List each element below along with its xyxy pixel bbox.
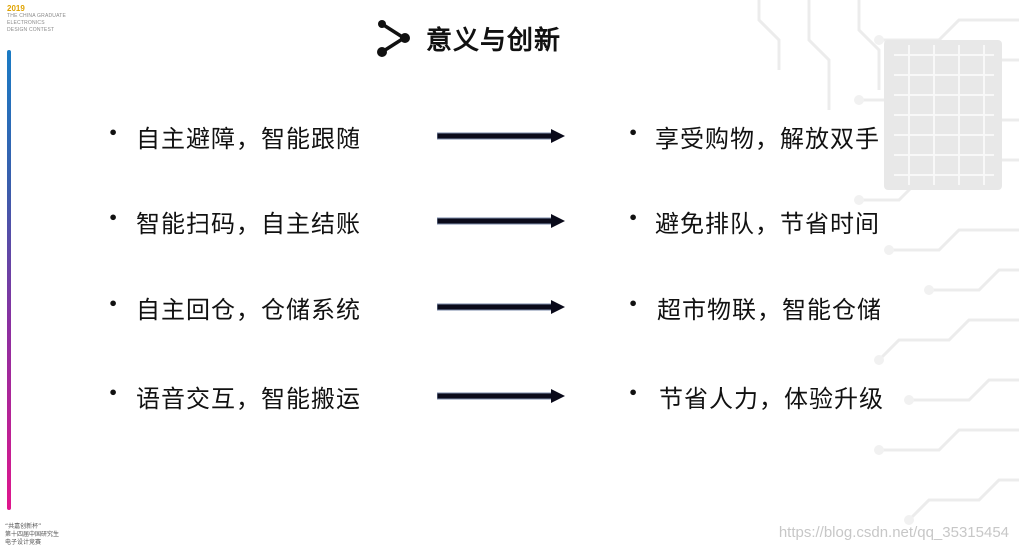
contest-footer: “共嘉创新杯” 第十四届中国研究生 电子设计竞赛 bbox=[5, 523, 95, 547]
bullet: • bbox=[628, 123, 639, 142]
benefit-text: 享受购物，解放双手 bbox=[655, 125, 880, 153]
feature-text: 自主避障，智能跟随 bbox=[136, 125, 361, 153]
bullet: • bbox=[108, 123, 119, 142]
bullet: • bbox=[628, 383, 639, 402]
arrow-right-icon bbox=[437, 300, 565, 314]
watermark-url: https://blog.csdn.net/qq_35315454 bbox=[778, 524, 1009, 541]
badge-line: ELECTRONICS bbox=[7, 20, 45, 26]
feature-text: 语音交互，智能搬运 bbox=[136, 385, 361, 413]
bullet: • bbox=[628, 208, 639, 227]
badge-line: THE CHINA GRADUATE bbox=[7, 13, 67, 19]
bullet: • bbox=[108, 383, 119, 402]
bullet: • bbox=[108, 208, 119, 227]
circuit-background-decoration bbox=[757, 0, 1019, 525]
arrow-right-icon bbox=[437, 214, 565, 228]
badge-year: 2019 bbox=[7, 4, 25, 13]
contest-badge: 2019 THE CHINA GRADUATE ELECTRONICS DESI… bbox=[7, 4, 67, 34]
list-item: • 自主回仓，仓储系统 • 超市物联，智能仓储 bbox=[0, 288, 1019, 328]
share-icon bbox=[377, 20, 410, 57]
bullet: • bbox=[628, 294, 639, 313]
footer-line: “共嘉创新杯” bbox=[5, 523, 42, 530]
slide-title: 意义与创新 bbox=[374, 18, 561, 58]
feature-text: 自主回仓，仓储系统 bbox=[136, 296, 361, 324]
accent-side-bar bbox=[7, 50, 11, 510]
list-item: • 智能扫码，自主结账 • 避免排队，节省时间 bbox=[0, 202, 1019, 242]
footer-line: 电子设计竞赛 bbox=[5, 539, 42, 546]
feature-text: 智能扫码，自主结账 bbox=[136, 210, 361, 238]
list-item: • 语音交互，智能搬运 • 节省人力，体验升级 bbox=[0, 377, 1019, 417]
benefit-text: 超市物联，智能仓储 bbox=[657, 296, 882, 324]
benefit-text: 节省人力，体验升级 bbox=[659, 385, 884, 413]
badge-line: DESIGN CONTEST bbox=[7, 27, 55, 33]
bullet: • bbox=[108, 294, 119, 313]
arrow-right-icon bbox=[437, 129, 565, 143]
benefit-text: 避免排队，节省时间 bbox=[655, 210, 880, 238]
page-title: 意义与创新 bbox=[426, 25, 562, 56]
arrow-right-icon bbox=[437, 389, 565, 403]
footer-line: 第十四届中国研究生 bbox=[5, 531, 60, 538]
list-item: • 自主避障，智能跟随 • 享受购物，解放双手 bbox=[0, 117, 1019, 157]
